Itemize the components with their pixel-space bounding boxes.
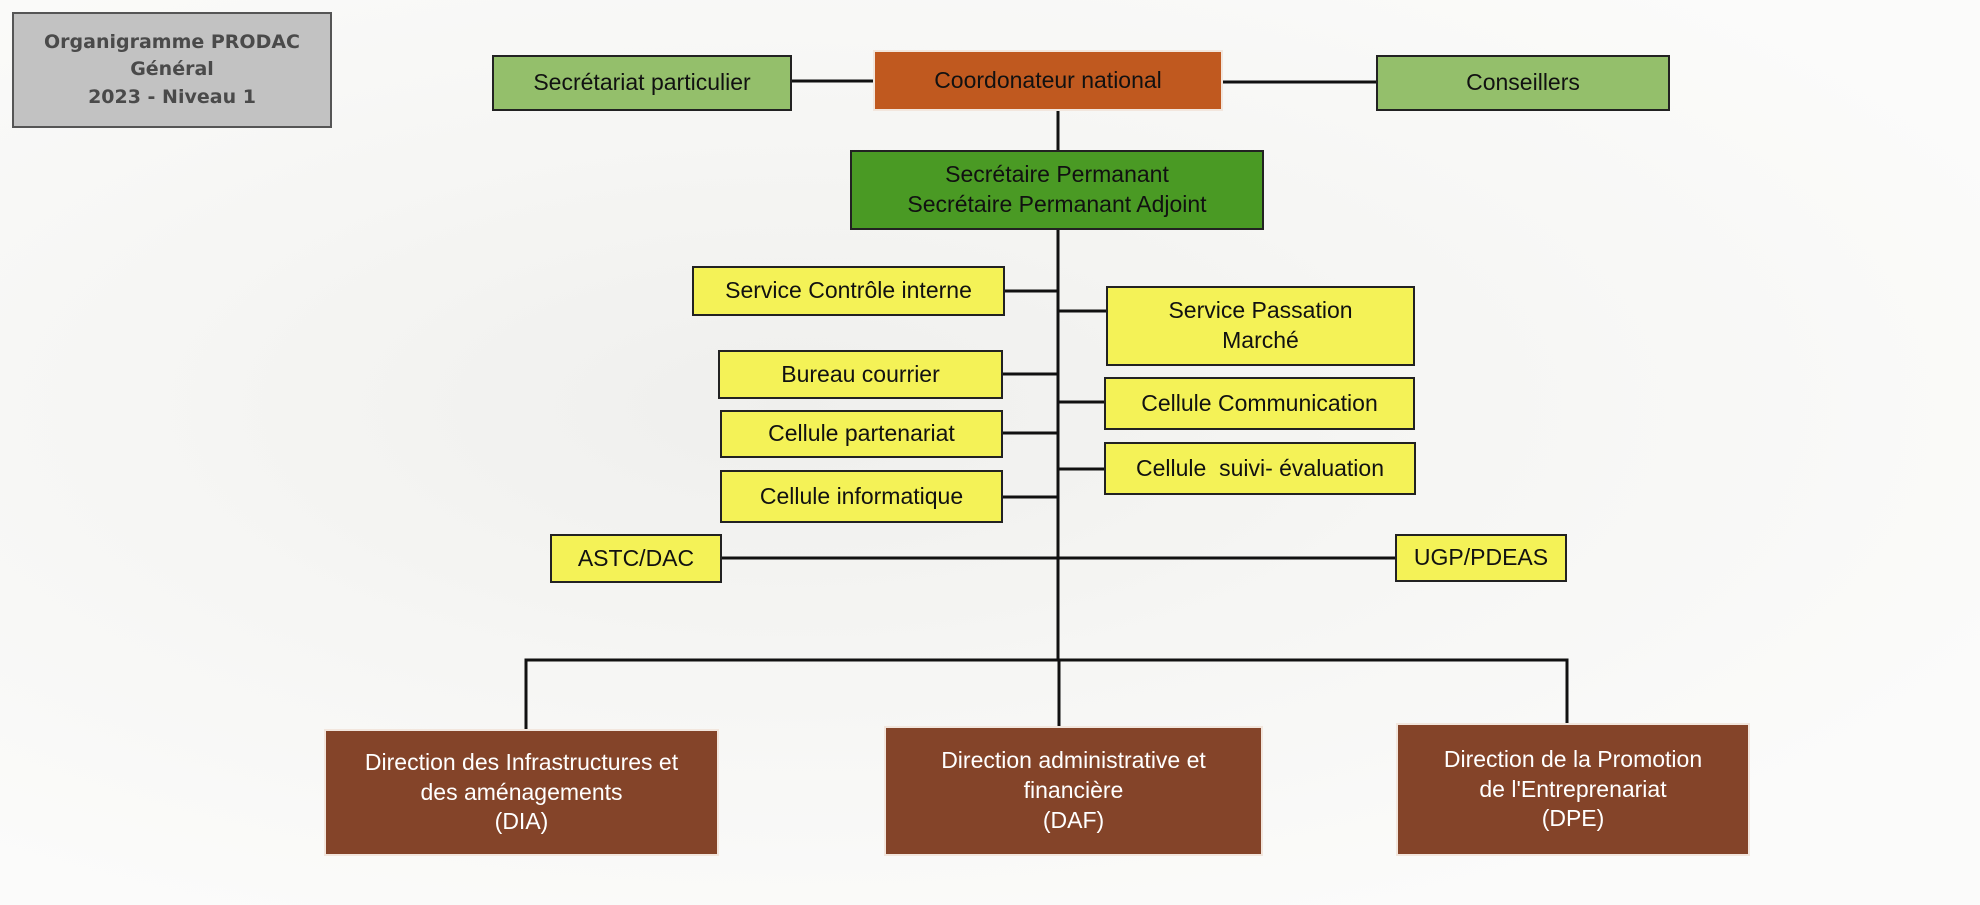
node-label: UGP/PDEAS <box>1413 544 1549 571</box>
node-label-line-3: (DAF) <box>1042 806 1105 833</box>
node-cellule-partenariat: Cellule partenariat <box>720 410 1003 458</box>
node-service-controle-interne: Service Contrôle interne <box>692 266 1005 316</box>
node-label: ASTC/DAC <box>577 544 695 571</box>
node-label: Cellule Communication <box>1141 389 1378 416</box>
node-label: Cellule suivi- évaluation <box>1135 454 1384 481</box>
node-label-line-3: (DIA) <box>494 808 549 835</box>
node-label-line-1: Secrétaire Permanant <box>945 161 1169 188</box>
node-label: Cellule informatique <box>759 482 964 509</box>
node-label-line-1: Direction de la Promotion <box>1443 745 1703 772</box>
node-label-line-2: Secrétaire Permanant Adjoint <box>907 191 1207 217</box>
node-astc-dac: ASTC/DAC <box>550 534 722 583</box>
node-label-line-2: de l'Entreprenariat <box>1479 775 1667 802</box>
node-label: Bureau courrier <box>781 360 940 387</box>
node-label-line-1: Service Passation <box>1168 297 1353 324</box>
node-service-passation-marche: Service Passation Marché <box>1106 286 1415 366</box>
node-conseillers: Conseillers <box>1376 55 1670 111</box>
node-direction-dia: Direction des Infrastructures et des amé… <box>324 729 719 856</box>
chart-title-line-1: Organigramme PRODAC <box>44 30 300 53</box>
node-label-line-1: Direction des Infrastructures et <box>364 748 679 775</box>
node-label: Service Contrôle interne <box>725 277 972 304</box>
chart-title-box: Organigramme PRODAC Général 2023 - Nivea… <box>12 12 332 128</box>
node-label-line-2: des aménagements <box>420 778 623 805</box>
node-cellule-suivi-evaluation: Cellule suivi- évaluation <box>1104 442 1416 495</box>
node-bureau-courrier: Bureau courrier <box>718 350 1003 399</box>
chart-title-line-3: 2023 - Niveau 1 <box>88 85 256 108</box>
node-ugp-pdeas: UGP/PDEAS <box>1395 534 1567 582</box>
node-cellule-informatique: Cellule informatique <box>720 470 1003 523</box>
node-label: Conseillers <box>1466 69 1580 96</box>
node-secretaire-permanant: Secrétaire Permanant Secrétaire Permanan… <box>850 150 1264 230</box>
node-label-line-2: Marché <box>1222 327 1299 353</box>
node-cellule-communication: Cellule Communication <box>1104 377 1415 430</box>
node-label-line-1: Direction administrative et <box>941 747 1206 774</box>
node-label-line-2: financière <box>1023 777 1124 804</box>
node-direction-dpe: Direction de la Promotion de l'Entrepren… <box>1396 723 1750 856</box>
node-label: Coordonateur national <box>934 66 1162 93</box>
node-label-line-3: (DPE) <box>1541 805 1605 832</box>
node-coordonateur-national: Coordonateur national <box>873 50 1223 111</box>
chart-title-line-2: Général <box>130 58 214 81</box>
node-label: Secrétariat particulier <box>533 69 751 96</box>
node-label: Cellule partenariat <box>768 420 955 447</box>
node-secretariat-particulier: Secrétariat particulier <box>492 55 792 111</box>
node-direction-daf: Direction administrative et financière (… <box>884 726 1263 856</box>
